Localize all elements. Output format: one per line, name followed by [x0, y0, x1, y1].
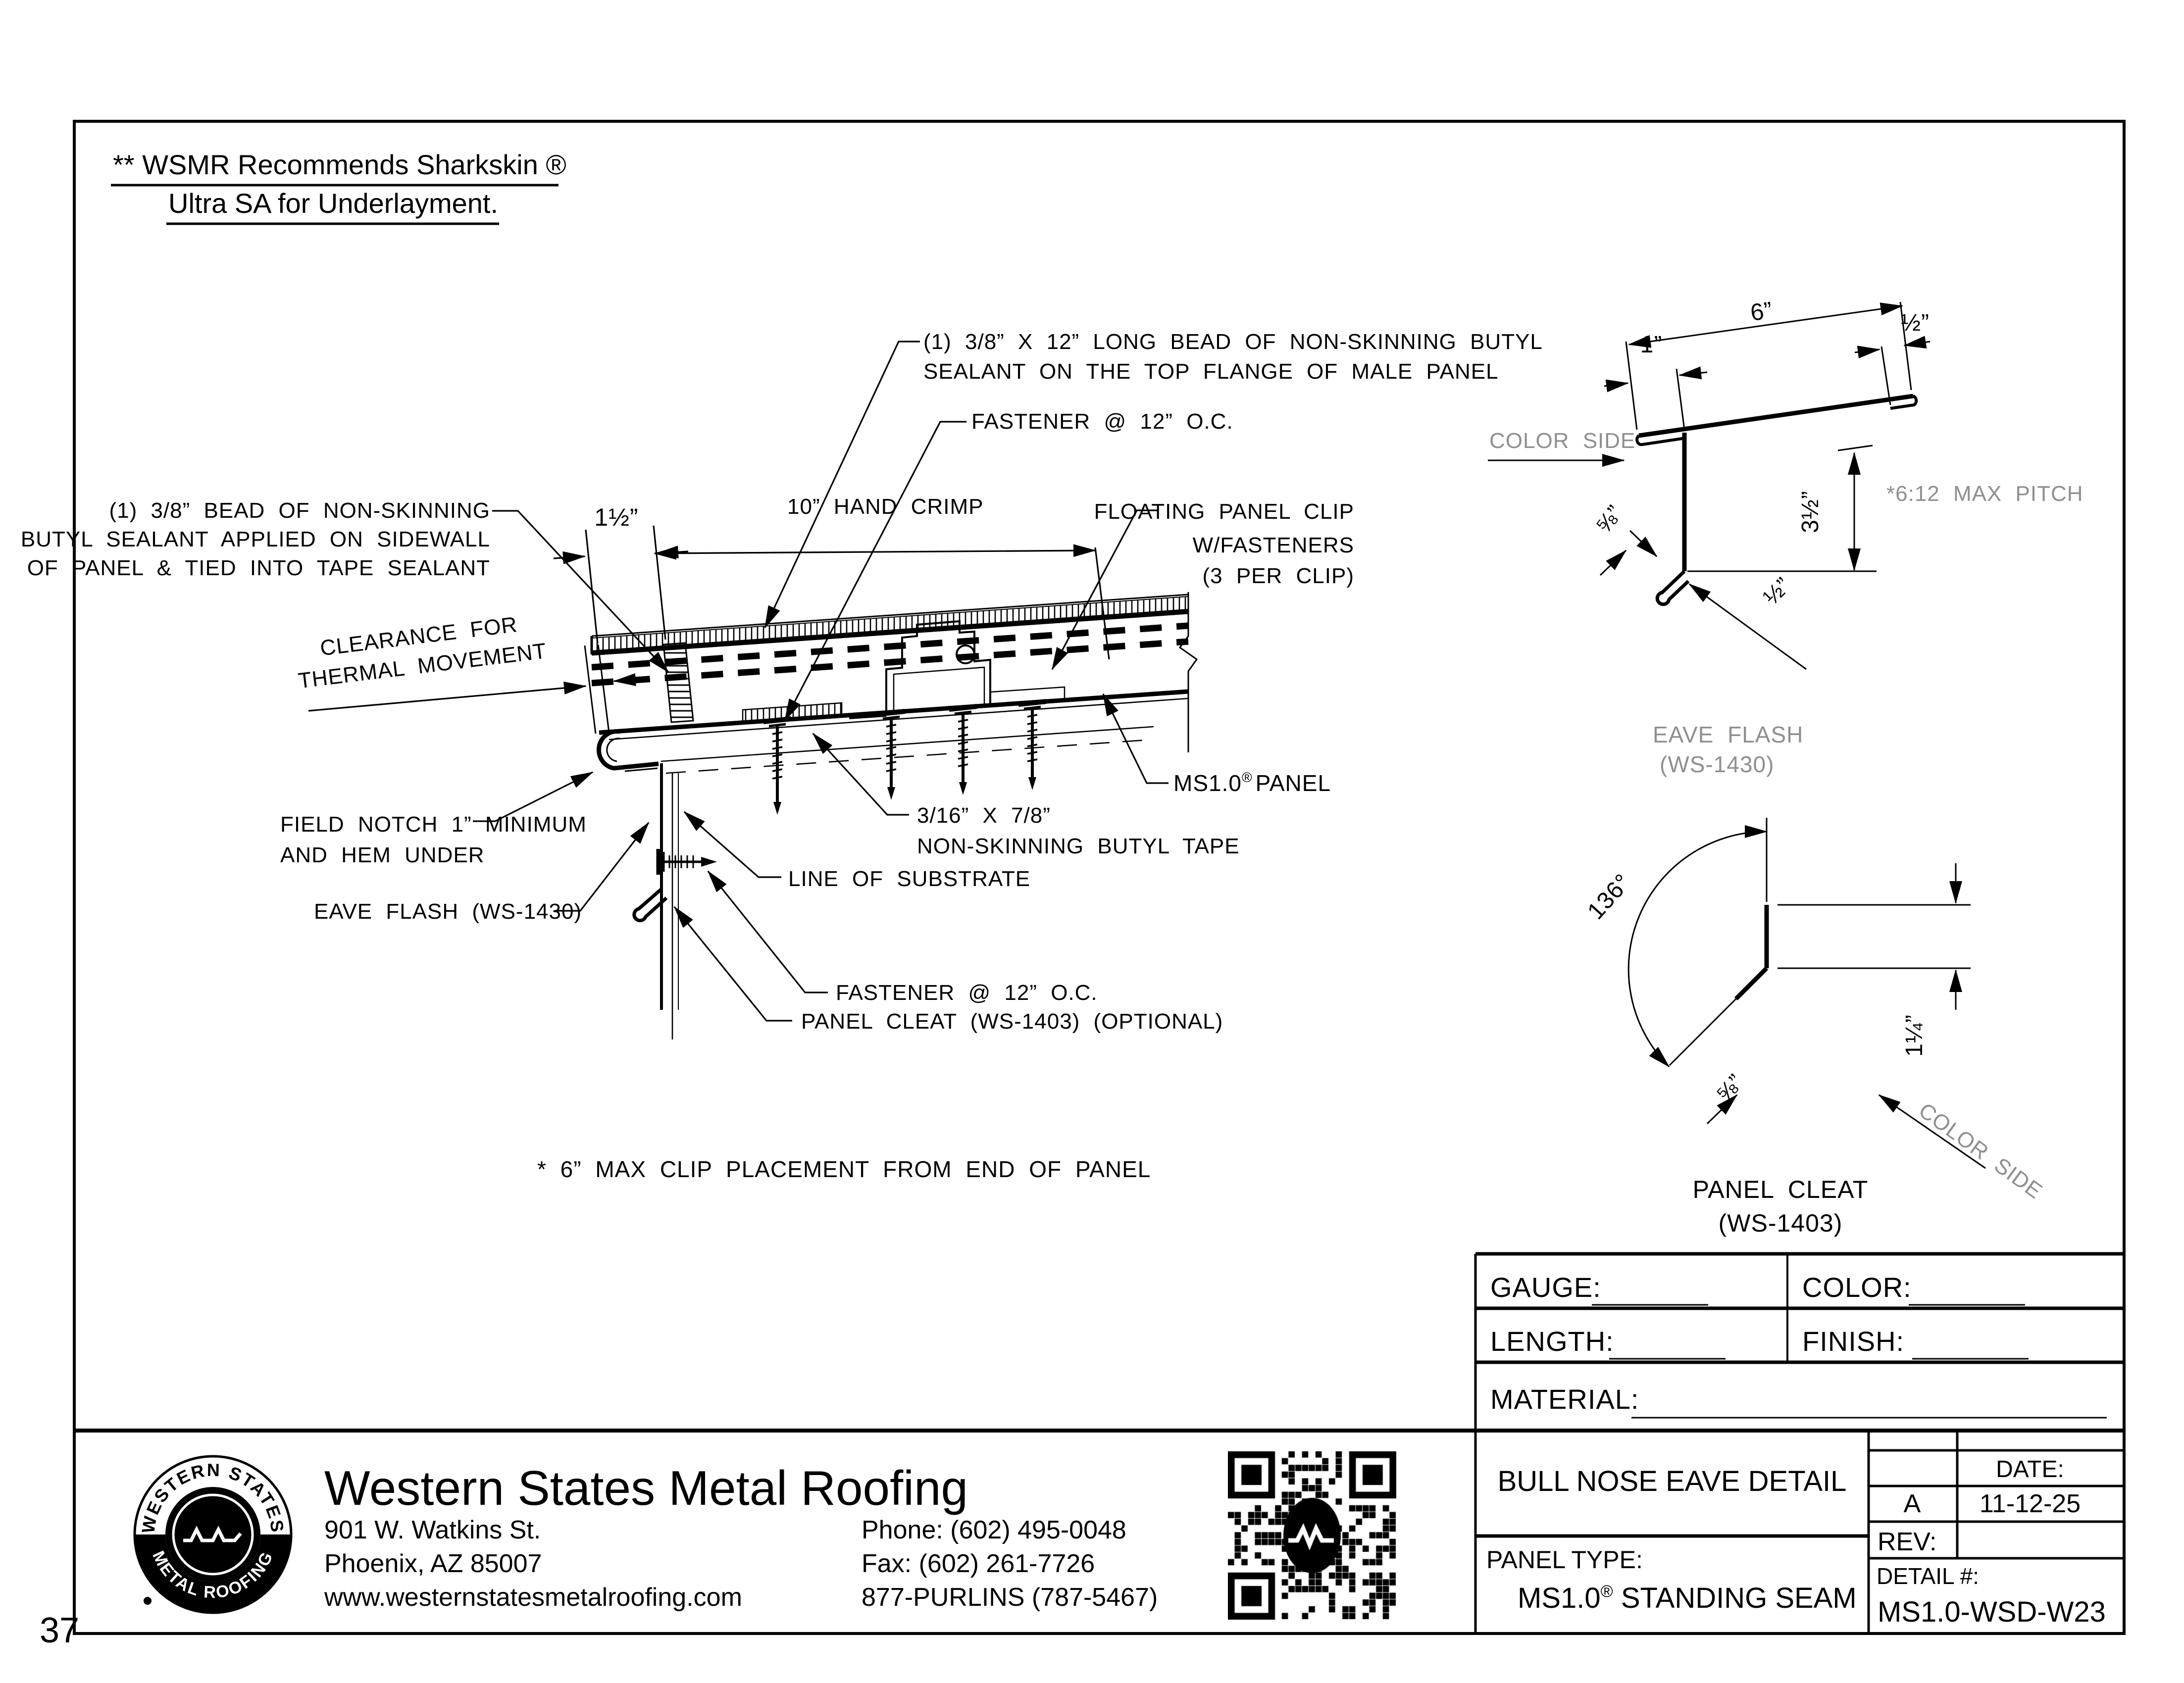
- bead-side-label-3: OF PANEL & TIED INTO TAPE SEALANT: [27, 556, 490, 580]
- detail-number-label: DETAIL #:: [1877, 1563, 1979, 1589]
- bead-side-label-1: (1) 3/8” BEAD OF NON-SKINNING: [109, 498, 490, 523]
- clip-label-1: FLOATING PANEL CLIP: [1094, 499, 1354, 524]
- sidewall-sealant-bead: [662, 642, 694, 723]
- clip-label-2: W/FASTENERS: [1193, 533, 1354, 557]
- material-label: MATERIAL:: [1490, 1384, 1639, 1415]
- notch-label-2: AND HEM UNDER: [280, 843, 485, 867]
- spec-table: GAUGE: COLOR: LENGTH: FINISH: MATERIAL:: [1490, 1272, 1912, 1415]
- pitch-label: *6:12 MAX PITCH: [1886, 482, 2083, 506]
- sheet-title: BULL NOSE EAVE DETAIL: [1498, 1465, 1847, 1497]
- title-block: Western States Metal Roofing 901 W. Watk…: [324, 1456, 2106, 1628]
- bullnose-hem: [597, 729, 659, 771]
- tape-label-1: 3/16” X 7/8”: [917, 803, 1051, 828]
- color-label: COLOR:: [1802, 1272, 1912, 1303]
- fastener-top-label: FASTENER @ 12” O.C.: [971, 409, 1233, 434]
- gauge-label: GAUGE:: [1490, 1272, 1601, 1303]
- length-label: LENGTH:: [1490, 1326, 1614, 1357]
- eave-flash-profile: 6” 1” ½” 3½” ⅝” ½” COLOR SIDE *6:12 MAX …: [1488, 297, 2083, 777]
- address-line2: Phoenix, AZ 85007: [324, 1549, 542, 1578]
- dim-half-top: ½”: [1901, 310, 1930, 336]
- address-line1: 901 W. Watkins St.: [324, 1516, 541, 1544]
- tollfree: 877-PURLINS (787-5467): [862, 1583, 1158, 1612]
- annotations: (1) 3/8” X 12” LONG BEAD OF NON-SKINNING…: [21, 330, 1543, 1182]
- max-clip-note: * 6” MAX CLIP PLACEMENT FROM END OF PANE…: [537, 1156, 1151, 1182]
- eave-flash-profile-label-1: EAVE FLASH: [1653, 722, 1803, 747]
- clearance-label: CLEARANCE FOR THERMAL MOVEMENT: [297, 612, 548, 693]
- date-label: DATE:: [1996, 1456, 2064, 1483]
- break-line: [1178, 592, 1198, 752]
- color-side-top-label: COLOR SIDE: [1489, 429, 1635, 453]
- cleat-label: PANEL CLEAT (WS-1403) (OPTIONAL): [801, 1009, 1223, 1034]
- date-value: 11-12-25: [1980, 1489, 2081, 1518]
- dim-half-kick: ½”: [1758, 572, 1796, 610]
- cleat-dim-1-25: 1¼”: [1901, 1014, 1928, 1057]
- bead-top-label-2: SEALANT ON THE TOP FLANGE OF MALE PANEL: [923, 359, 1499, 384]
- eave-flash-label: EAVE FLASH (WS-1430): [314, 899, 582, 924]
- fax: Fax: (602) 261-7726: [862, 1549, 1095, 1578]
- hand-crimp-label: 10” HAND CRIMP: [787, 495, 984, 519]
- note-line2: Ultra SA for Underlayment.: [168, 188, 498, 219]
- bead-top-label-1: (1) 3/8” X 12” LONG BEAD OF NON-SKINNING…: [923, 330, 1543, 354]
- panel-type-value: MS1.0® STANDING SEAM: [1518, 1582, 1857, 1614]
- dim-1-5: 1½”: [594, 503, 638, 531]
- eave-fastener: [656, 849, 717, 875]
- tape-label-2: NON-SKINNING BUTYL TAPE: [917, 834, 1240, 858]
- panel-cleat-label-2: (WS-1403): [1719, 1209, 1843, 1237]
- substrate-label: LINE OF SUBSTRATE: [788, 867, 1030, 891]
- sheet-frame: [73, 120, 2126, 1635]
- rev-value: A: [1904, 1489, 1921, 1518]
- eave-flash-profile-label-2: (WS-1430): [1660, 751, 1774, 777]
- company-name: Western States Metal Roofing: [324, 1461, 968, 1515]
- rev-label: REV:: [1878, 1528, 1936, 1556]
- dim-5-8: ⅝”: [1590, 500, 1627, 538]
- clip-label-3: (3 PER CLIP): [1202, 564, 1354, 588]
- table-underlines: [1592, 1304, 2107, 1419]
- floating-panel-clip: [885, 620, 1066, 714]
- phone: Phone: (602) 495-0048: [862, 1516, 1126, 1544]
- color-side-bottom-label: COLOR SIDE: [1914, 1098, 2047, 1203]
- website: www.westernstatesmetalroofing.com: [324, 1583, 742, 1612]
- detail-number-value: MS1.0-WSD-W23: [1878, 1596, 2106, 1628]
- panel-fasteners: [763, 699, 1047, 815]
- ms-panel-label: MS1.0®PANEL: [1173, 770, 1331, 796]
- finish-label: FINISH:: [1802, 1326, 1904, 1357]
- note-line1: ** WSMR Recommends Sharkskin ®: [113, 149, 566, 180]
- eave-detail-drawing: [584, 592, 1198, 1040]
- panel-type-label: PANEL TYPE:: [1486, 1546, 1643, 1574]
- panel-cleat-label-1: PANEL CLEAT: [1693, 1176, 1869, 1203]
- fastener-bottom-label: FASTENER @ 12” O.C.: [836, 981, 1098, 1005]
- panel-cleat-profile: 136° ⅝” 1¼” COLOR SIDE PANEL CLEAT (WS-1…: [1582, 818, 2047, 1237]
- dim-3-5: 3½”: [1797, 491, 1824, 533]
- dim-6: 6”: [1749, 297, 1775, 326]
- eave-flash-kick: [632, 888, 668, 923]
- cleat-dim-5-8: ⅝”: [1711, 1069, 1748, 1106]
- company-logo: WESTERN STATES METAL ROOFING: [133, 1455, 293, 1614]
- angle-136: 136°: [1582, 869, 1636, 925]
- bead-side-label-2: BUTYL SEALANT APPLIED ON SIDEWALL: [21, 527, 490, 551]
- leaders: [308, 341, 1168, 1022]
- qr-code: [1228, 1451, 1396, 1620]
- dim-1: 1”: [1640, 332, 1663, 358]
- panel-profile-icon: [183, 1526, 242, 1542]
- notch-label-1: FIELD NOTCH 1” MINIMUM: [280, 812, 587, 837]
- page-number: 37: [40, 1611, 79, 1650]
- underlayment-note: ** WSMR Recommends Sharkskin ® Ultra SA …: [111, 149, 566, 225]
